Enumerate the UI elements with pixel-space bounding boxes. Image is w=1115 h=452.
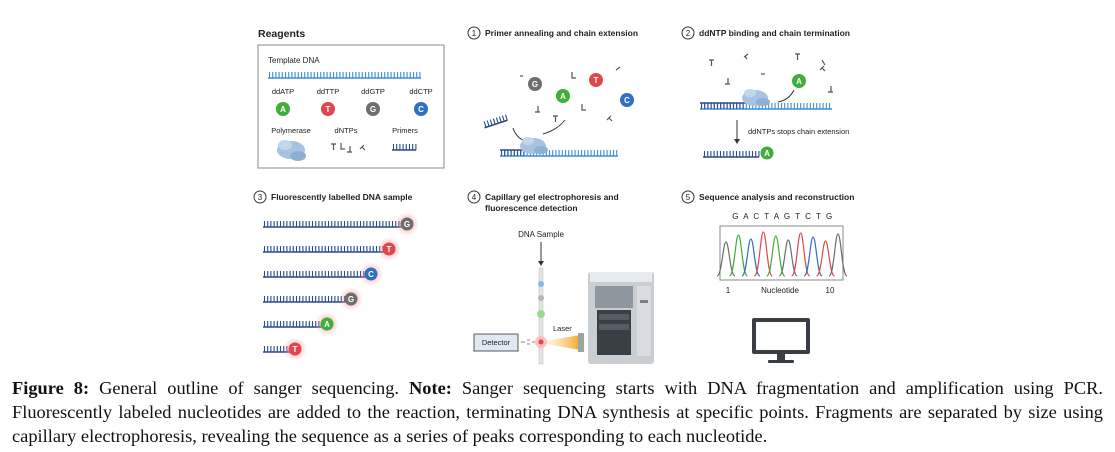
detector-signal-icon [521, 339, 535, 345]
svg-text:T: T [594, 76, 599, 85]
svg-text:T: T [387, 245, 392, 254]
template-dna-strand [268, 72, 421, 79]
step-1-title: Primer annealing and chain extension [485, 28, 638, 38]
step-2-number-icon: 2 [681, 26, 695, 40]
ddttp-base-icon: T [321, 102, 335, 116]
nucleotide-axis-end: 10 [826, 286, 835, 295]
ddgtp-base-icon: G [366, 102, 380, 116]
step-2-template-strand [700, 102, 832, 110]
svg-text:C: C [418, 105, 424, 114]
step-1-panel: 1 Primer annealing and chain extension G… [467, 26, 638, 157]
svg-text:A: A [324, 320, 330, 329]
reagents-box [257, 44, 445, 169]
laser-label: Laser [553, 324, 572, 333]
svg-text:A: A [796, 77, 802, 86]
step-1-number-icon: 1 [467, 26, 481, 40]
svg-text:G: G [370, 105, 376, 114]
reagents-panel: Reagents Template DNA ddATP ddTTP ddGTP … [257, 28, 445, 169]
ddgtp-label: ddGTP [361, 87, 385, 96]
chromatogram-frame [719, 225, 844, 281]
labelled-fragments: G T C G A T [263, 212, 419, 361]
reagents-title: Reagents [258, 28, 305, 40]
svg-text:G: G [404, 220, 410, 229]
sequence-read: G A C T A G T C T G [732, 212, 833, 221]
svg-text:Detector: Detector [482, 338, 511, 347]
step-4-number-icon: 4 [467, 190, 481, 204]
svg-text:C: C [624, 96, 630, 105]
polymerase-icon [277, 140, 306, 161]
dntps-icon [331, 143, 366, 153]
sanger-sequencing-diagram: Reagents Template DNA ddATP ddTTP ddGTP … [253, 26, 854, 365]
step-1-polymerase-icon [520, 137, 548, 154]
computer-monitor-icon [752, 318, 810, 363]
svg-text:3: 3 [258, 193, 263, 202]
nucleotide-axis-label: Nucleotide [761, 286, 799, 295]
figure-caption: Figure 8: General outline of sanger sequ… [12, 376, 1103, 448]
svg-text:C: C [368, 270, 374, 279]
step-2-binding-arrow-icon [777, 89, 795, 103]
dna-sample-label: DNA Sample [518, 230, 564, 239]
free-nucleotides-icon: G T A C [520, 66, 634, 122]
laser-beam [546, 335, 580, 350]
svg-text:G: G [532, 80, 538, 89]
step-1-arrow-2-icon [542, 119, 566, 135]
svg-text:G: G [348, 295, 354, 304]
step-2-panel: 2 ddNTP binding and chain termination A … [681, 26, 850, 160]
detector-box: Detector [473, 333, 519, 352]
dntps-label: dNTPs [335, 126, 358, 135]
step-2-ddatp-icon: A [792, 74, 806, 88]
svg-text:2: 2 [686, 29, 691, 38]
step-4-panel: 4 Capillary gel electrophoresis and fluo… [467, 190, 654, 365]
caption-lead: General outline of sanger sequencing. [99, 378, 399, 398]
primer-icon [392, 144, 417, 151]
chromatogram-peaks [716, 231, 848, 277]
svg-text:A: A [560, 92, 566, 101]
svg-text:4: 4 [472, 193, 477, 202]
caption-note-label: Note: [409, 378, 452, 398]
svg-text:T: T [326, 105, 331, 114]
step-2-note: ddNTPs stops chain extension [748, 127, 849, 136]
ddctp-base-icon: C [414, 102, 428, 116]
figure-label: Figure 8: [12, 378, 90, 398]
step-5-title: Sequence analysis and reconstruction [699, 192, 854, 202]
caption-body: Sanger sequencing starts with DNA fragme… [12, 378, 1103, 446]
ddttp-label: ddTTP [317, 87, 340, 96]
step-5-panel: 5 Sequence analysis and reconstruction G… [681, 190, 854, 363]
polymerase-label: Polymerase [271, 126, 311, 135]
step-2-polymerase-icon [742, 89, 770, 106]
sequencer-machine-icon [588, 272, 654, 364]
svg-text:A: A [280, 105, 286, 114]
step-3-title: Fluorescently labelled DNA sample [271, 192, 413, 202]
step-3-panel: 3 Fluorescently labelled DNA sample GTCG… [253, 190, 419, 361]
step-2-title: ddNTP binding and chain termination [699, 28, 850, 38]
template-dna-label: Template DNA [268, 56, 320, 65]
svg-text:A: A [764, 149, 770, 158]
svg-text:5: 5 [686, 193, 691, 202]
free-primer-icon [483, 114, 508, 129]
laser-emitter [578, 333, 584, 352]
step-2-dntps-icon [709, 53, 833, 93]
primers-label: Primers [392, 126, 418, 135]
annealed-template-strand [500, 149, 618, 157]
step-5-number-icon: 5 [681, 190, 695, 204]
step-4-title-line2: fluorescence detection [485, 203, 578, 213]
step-3-number-icon: 3 [253, 190, 267, 204]
svg-text:1: 1 [472, 29, 477, 38]
ddctp-label: ddCTP [409, 87, 432, 96]
svg-text:T: T [293, 345, 298, 354]
step-4-title-line1: Capillary gel electrophoresis and [485, 192, 619, 202]
ddatp-base-icon: A [276, 102, 290, 116]
nucleotide-axis-start: 1 [726, 286, 731, 295]
terminated-chain: A [703, 146, 774, 160]
ddatp-label: ddATP [272, 87, 294, 96]
